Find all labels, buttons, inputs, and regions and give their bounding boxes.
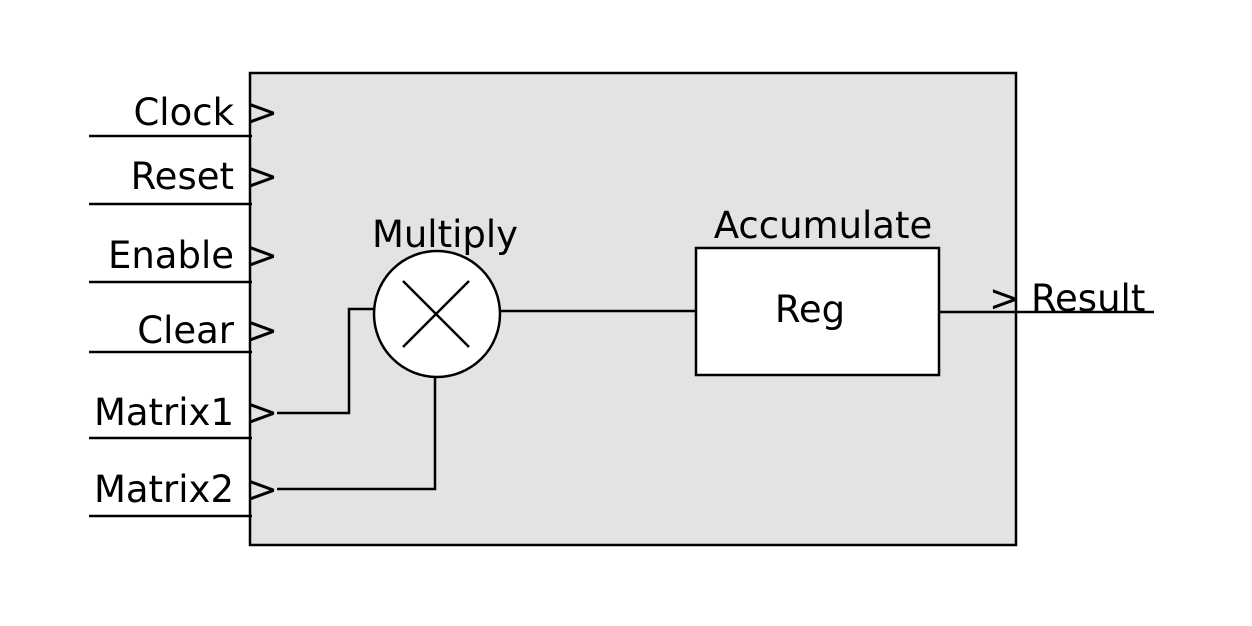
matrix1-label: Matrix1	[94, 391, 234, 434]
enable-port-marker: >	[247, 234, 278, 277]
clock-label: Clock	[133, 91, 234, 134]
enable-label: Enable	[108, 234, 234, 277]
matrix1-wire	[277, 307, 375, 415]
result-label: Result	[1031, 277, 1145, 320]
multiply-label: Multiply	[372, 213, 518, 256]
accumulate-label: Accumulate	[714, 204, 933, 247]
multiply-cross-icon-b	[402, 280, 470, 348]
reset-port-marker: >	[247, 155, 278, 198]
result-port-marker: >	[989, 277, 1020, 320]
clear-label: Clear	[137, 309, 235, 352]
matrix2-port-marker: >	[247, 468, 278, 511]
clear-port-marker: >	[247, 309, 278, 352]
matrix2-wire	[277, 378, 437, 491]
reset-label: Reset	[131, 155, 234, 198]
register-label: Reg	[775, 288, 845, 331]
matrix1-port-marker: >	[247, 391, 278, 434]
clock-port-marker: >	[247, 91, 278, 134]
matrix2-label: Matrix2	[94, 468, 234, 511]
